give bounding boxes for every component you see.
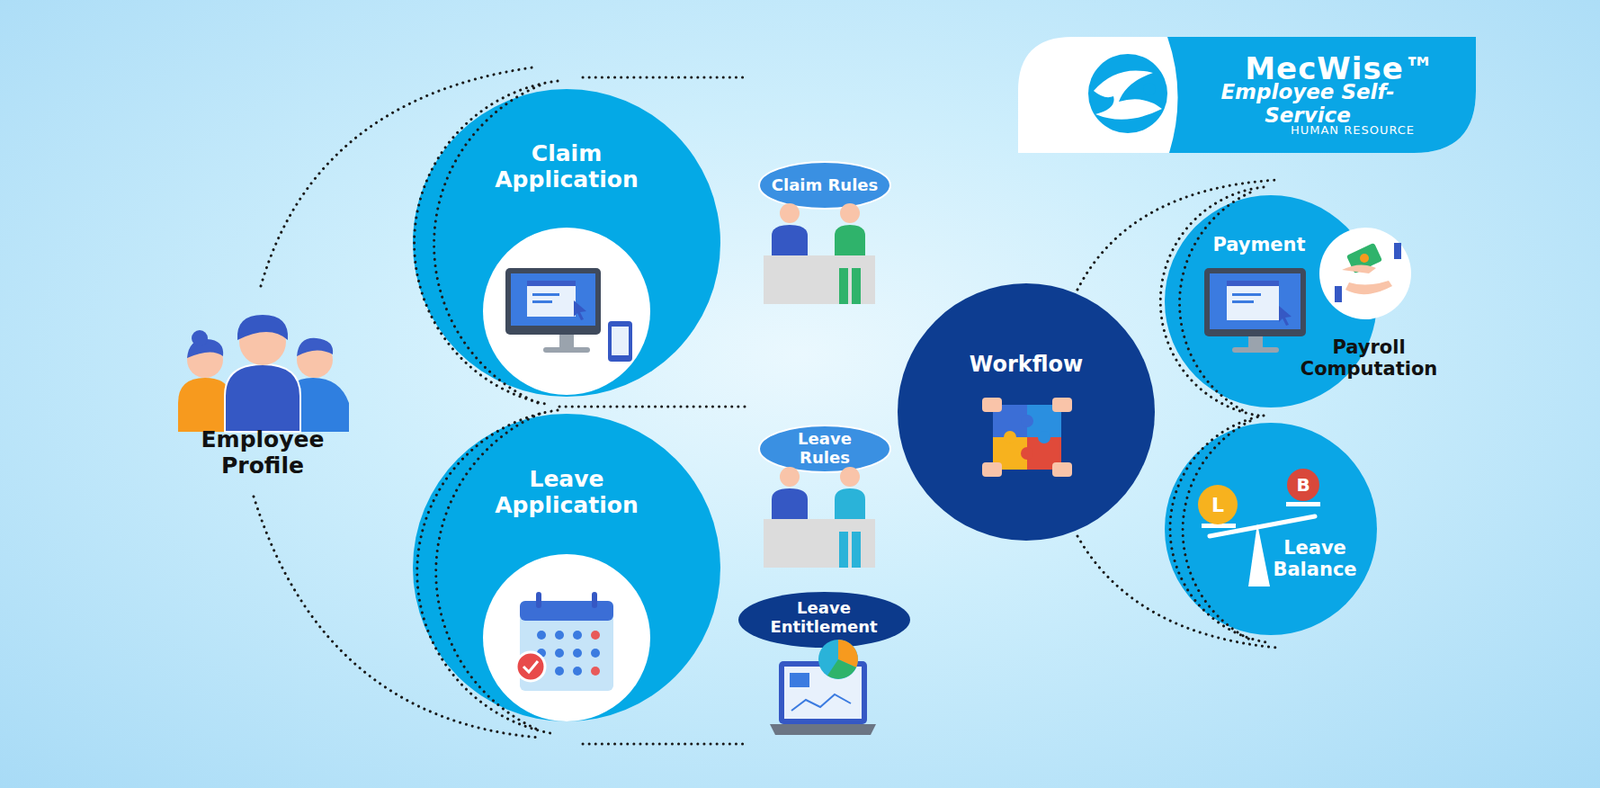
people-icon (178, 314, 349, 432)
money-hand-icon (1319, 227, 1412, 320)
node-text: Claim Application (476, 141, 657, 194)
desk-figures (763, 466, 876, 568)
node-text: Workflow (927, 352, 1126, 378)
node-text: Payment (1196, 233, 1323, 256)
node-outline (411, 412, 722, 723)
node-outline (1163, 421, 1378, 636)
dotted-arcs (253, 67, 1278, 744)
puzzle-icon (982, 397, 1073, 477)
calendar-icon (516, 591, 614, 691)
circle-node: Leave Entitlement (737, 590, 912, 649)
node-text: HUMAN RESOURCE (1262, 124, 1443, 138)
desk-figures (763, 203, 876, 304)
laptop-chart-icon (769, 639, 876, 735)
node-text: Leave Balance (1265, 536, 1365, 581)
circle-node: PaymentPayroll Computation (1163, 194, 1378, 409)
node-text: Leave Rules (770, 429, 879, 467)
node-text: Leave Application (476, 466, 657, 519)
node-text: Employee Self-Service (1190, 80, 1425, 128)
node-text: Employee Profile (156, 427, 369, 480)
computer-icon (1204, 268, 1306, 353)
node-outline (896, 282, 1156, 542)
logo-badge: MecWise™Employee Self-ServiceHUMAN RESOU… (1018, 36, 1476, 153)
node-text: Claim Rules (770, 176, 879, 196)
circle-node: Leave Rules (758, 424, 892, 474)
computer-icon (505, 268, 633, 362)
node-text: Leave Entitlement (744, 598, 903, 636)
node-text: Payroll Computation (1287, 336, 1450, 380)
scale-letter: L (1211, 493, 1225, 517)
scale-letter: B (1296, 473, 1310, 496)
circle-node: Leave Balance (1163, 421, 1378, 636)
circle-node: Workflow (896, 282, 1156, 542)
node-outline (411, 88, 722, 398)
circle-node: Claim Rules (758, 160, 892, 210)
circle-node: Leave Application (411, 412, 722, 723)
icon-node: Employee Profile (154, 314, 371, 477)
circle-node: Claim Application (411, 88, 722, 398)
